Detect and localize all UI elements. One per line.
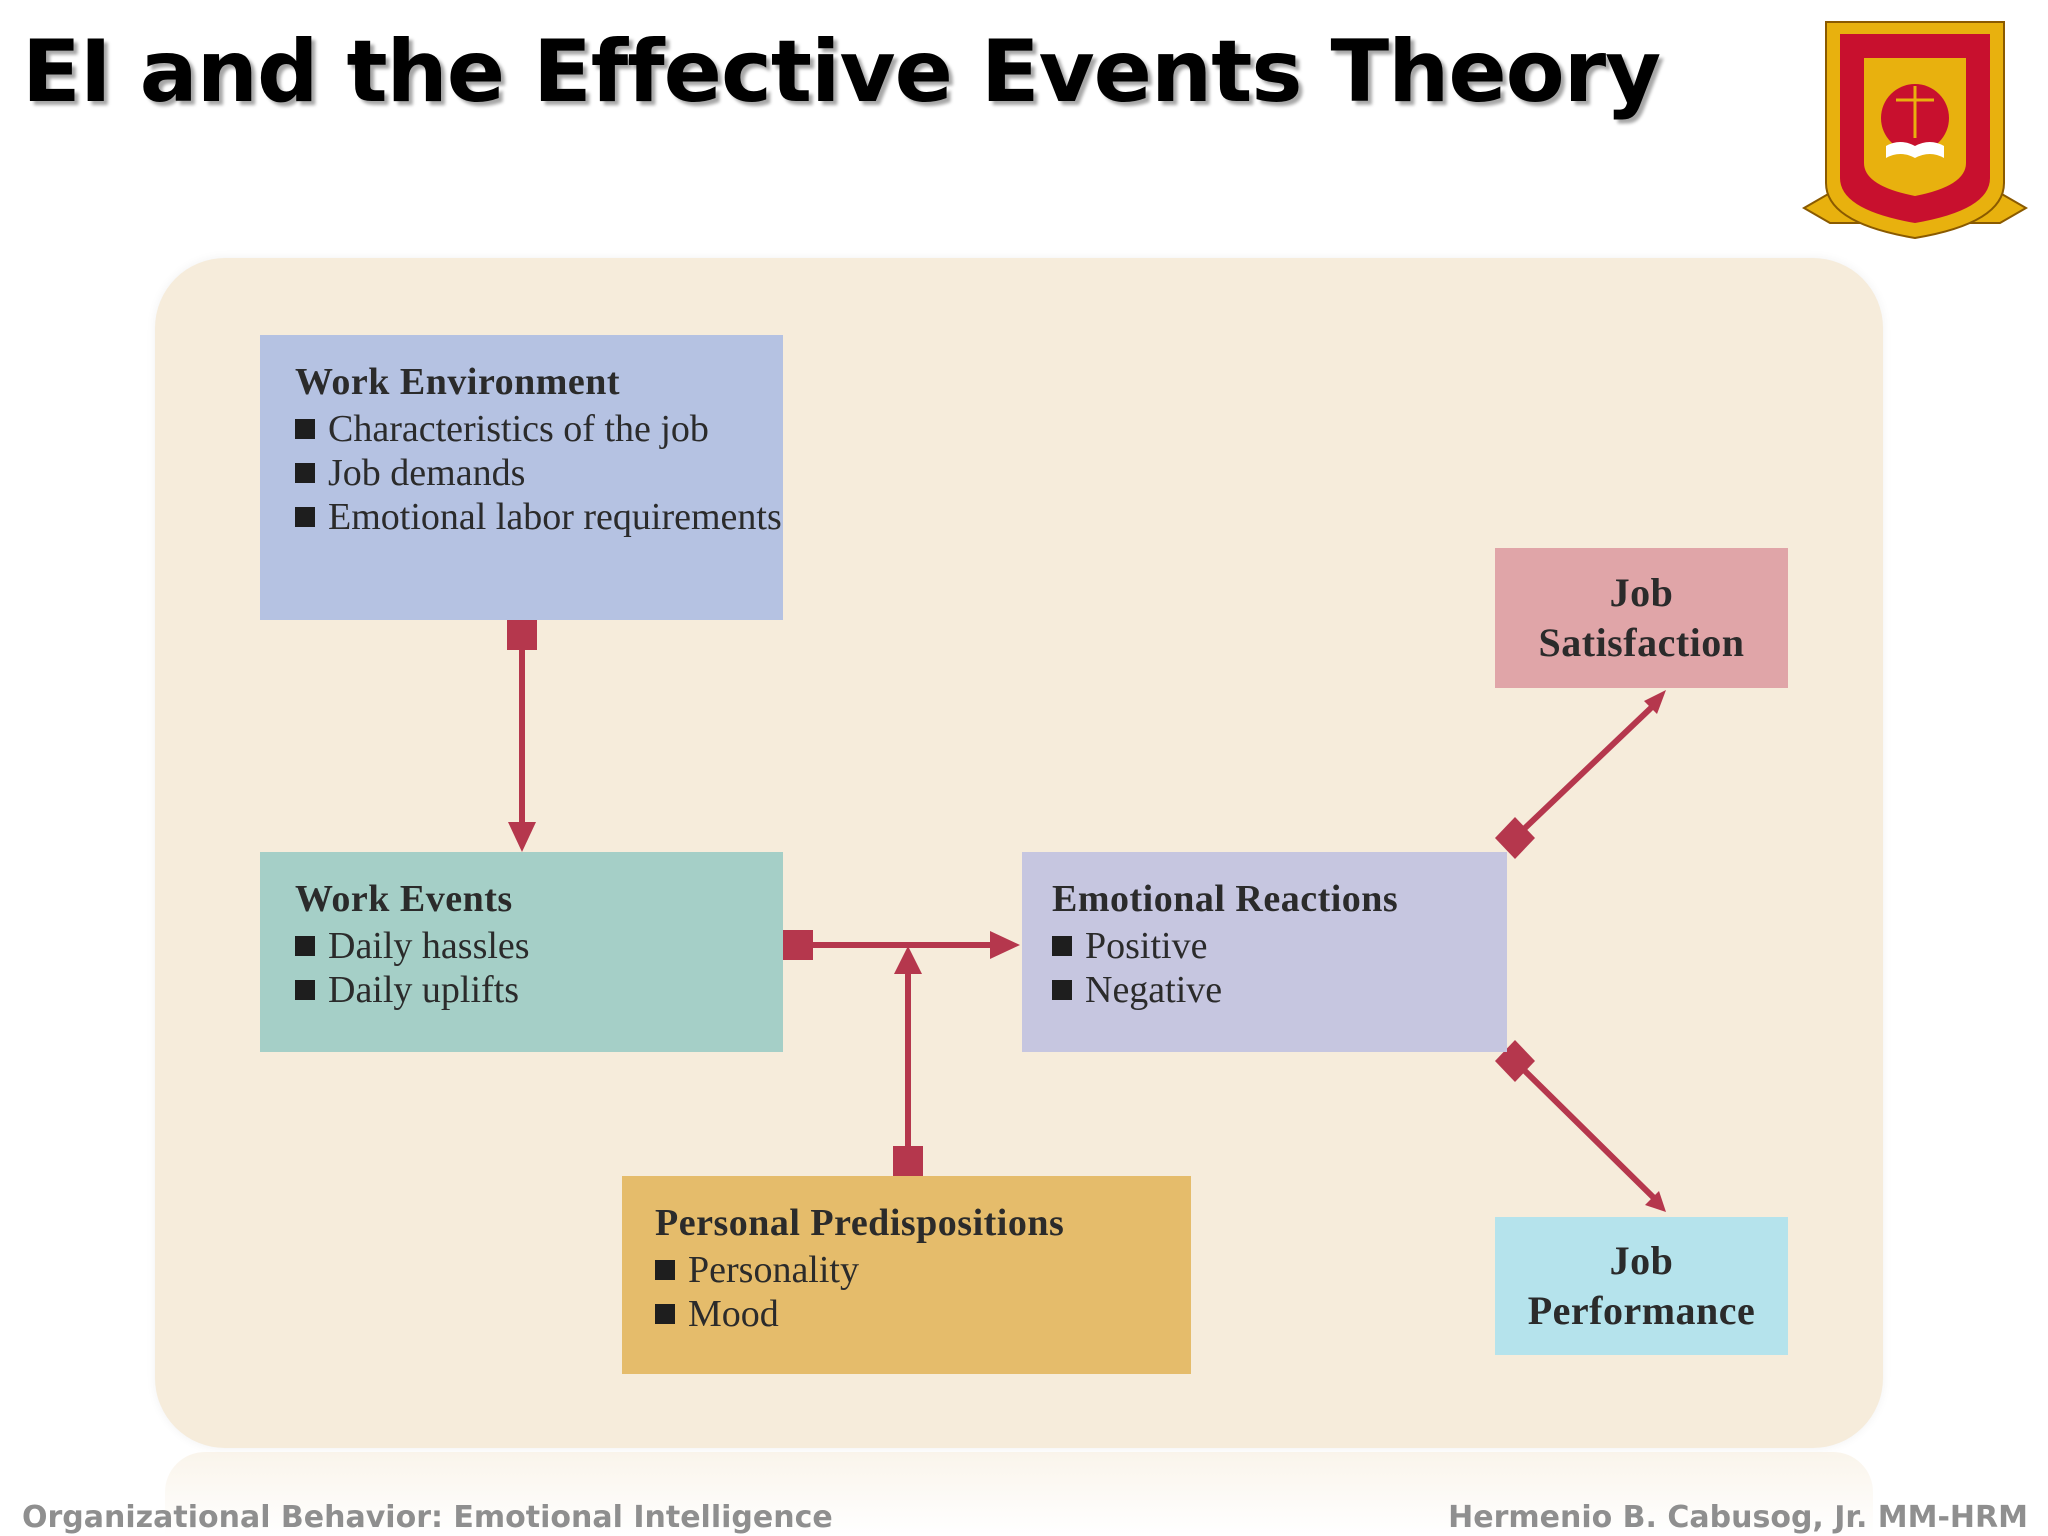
arrow-events-to-reactions <box>783 930 1020 960</box>
work-events-title: Work Events <box>295 878 513 920</box>
emotional-reactions-box: Emotional Reactions Positive Negative <box>1022 852 1507 1052</box>
list-item: Characteristics of the job <box>295 407 783 451</box>
connector-square <box>893 1146 923 1176</box>
work-events-list: Daily hassles Daily uplifts <box>295 924 783 1012</box>
list-item: Daily uplifts <box>295 968 783 1012</box>
arrowhead <box>894 946 922 974</box>
work-events-box: Work Events Daily hassles Daily uplifts <box>260 852 783 1052</box>
job-performance-line2: Performance <box>1527 1288 1756 1333</box>
arrowhead <box>990 931 1020 959</box>
list-item: Mood <box>655 1292 1191 1336</box>
job-performance-box: Job Performance <box>1495 1217 1788 1355</box>
connector-square <box>783 930 813 960</box>
list-item: Daily hassles <box>295 924 783 968</box>
footer-course-title: Organizational Behavior: Emotional Intel… <box>22 1500 833 1535</box>
emotional-reactions-list: Positive Negative <box>1052 924 1507 1012</box>
list-item: Positive <box>1052 924 1507 968</box>
list-item: Negative <box>1052 968 1507 1012</box>
list-item: Emotional labor requirements <box>295 495 783 539</box>
personal-predispositions-list: Personality Mood <box>655 1248 1191 1336</box>
personal-predispositions-title: Personal Predispositions <box>655 1202 1065 1244</box>
arrowhead <box>1644 690 1666 714</box>
panel-reflection <box>165 1452 1873 1536</box>
job-satisfaction-line1: Job <box>1609 570 1674 615</box>
work-environment-box: Work Environment Characteristics of the … <box>260 335 783 620</box>
work-environment-title: Work Environment <box>295 361 621 403</box>
footer-author: Hermenio B. Cabusog, Jr. MM-HRM <box>1448 1500 2028 1535</box>
arrow-env-to-events <box>507 620 537 852</box>
arrowhead <box>1645 1191 1666 1212</box>
seal-book <box>1886 142 1944 158</box>
arrow-predispositions-to-link <box>893 946 923 1176</box>
job-satisfaction-line2: Satisfaction <box>1538 620 1745 665</box>
personal-predispositions-box: Personal Predispositions Personality Moo… <box>622 1176 1191 1374</box>
emotional-reactions-title: Emotional Reactions <box>1052 878 1399 920</box>
work-environment-list: Characteristics of the job Job demands E… <box>295 407 783 539</box>
job-satisfaction-box: Job Satisfaction <box>1495 548 1788 688</box>
connector-square <box>507 620 537 650</box>
university-seal-logo <box>1801 21 2029 240</box>
job-performance-line1: Job <box>1609 1238 1674 1283</box>
arrow-reactions-to-performance <box>1495 1040 1666 1212</box>
arrow-reactions-to-satisfaction <box>1495 690 1666 859</box>
list-item: Job demands <box>295 451 783 495</box>
slide-title: EI and the Effective Events Theory <box>22 22 1661 122</box>
arrowhead <box>508 822 536 852</box>
list-item: Personality <box>655 1248 1191 1292</box>
